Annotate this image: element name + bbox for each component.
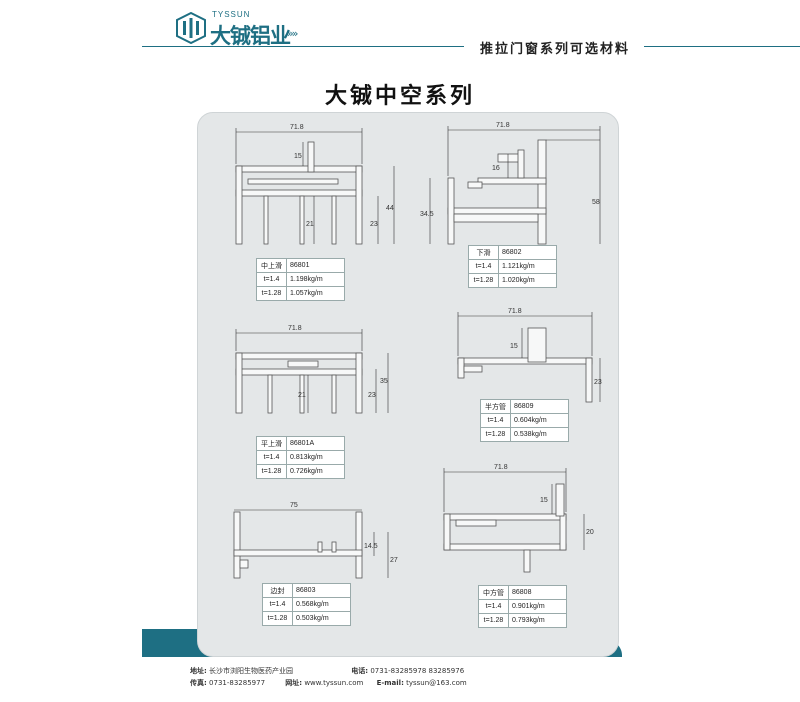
profile-code: 86803 (292, 583, 351, 598)
weight-value: 0.568kg/m (292, 597, 351, 612)
thickness-label: t=1.4 (256, 272, 287, 287)
thickness-label: t=1.4 (468, 259, 499, 274)
profile-name: 中方管 (478, 585, 509, 600)
dim-a: 16 (492, 165, 500, 172)
dim-a: 21 (298, 392, 306, 399)
dim-c: 35 (380, 378, 388, 385)
profile-86809-drawing: 71.8 15 23 (457, 308, 602, 403)
dim-b: 23 (368, 392, 376, 399)
dim-width: 75 (290, 502, 298, 509)
thickness-label: t=1.28 (480, 427, 511, 442)
weight-value: 1.121kg/m (498, 259, 557, 274)
profile-code: 86801A (286, 436, 345, 451)
thickness-label: t=1.4 (480, 413, 511, 428)
brand-english: TYSSUN (212, 10, 251, 19)
page-title: 大铖中空系列 (324, 84, 475, 109)
thickness-label: t=1.28 (478, 613, 509, 628)
dim-width: 71.8 (494, 464, 508, 471)
weight-value: 0.726kg/m (286, 464, 345, 479)
thickness-label: t=1.4 (262, 597, 293, 612)
profile-name: 下滑 (468, 245, 499, 260)
profile-86803-drawing: 75 14.5 27 (233, 502, 398, 579)
weight-value: 0.813kg/m (286, 450, 345, 465)
category-title: 推拉门窗系列可选材料 (480, 42, 631, 57)
address-label: 地址: (190, 667, 207, 675)
page-header: TYSSUN 大铖铝业 »» 推拉门窗系列可选材料 (0, 0, 800, 60)
email-link[interactable]: tyssun@163.com (406, 679, 467, 687)
profile-code: 86809 (510, 399, 569, 414)
header-tab (464, 36, 644, 58)
page-footer: 地址: 长沙市浏阳生物医药产业园 电话: 0731-83285978 83285… (190, 665, 630, 689)
profile-name: 平上滑 (256, 436, 287, 451)
dim-d: 44 (386, 205, 394, 212)
decor-band (142, 629, 212, 637)
dim-a: 15 (510, 343, 518, 350)
thickness-label: t=1.28 (256, 464, 287, 479)
profile-name: 边封 (262, 583, 293, 598)
profile-86801-drawing: 71.8 15 21 23 44 (235, 124, 395, 245)
dim-b: 23 (594, 379, 602, 386)
dim-b: 21 (306, 221, 314, 228)
dim-b: 27 (390, 557, 398, 564)
brand-chinese: 大铖铝业 (210, 24, 291, 48)
thickness-label: t=1.4 (478, 599, 509, 614)
weight-value: 1.057kg/m (286, 286, 345, 301)
weight-value: 1.198kg/m (286, 272, 345, 287)
weight-value: 0.901kg/m (508, 599, 567, 614)
company-logo (176, 11, 206, 45)
weight-value: 0.503kg/m (292, 611, 351, 626)
profile-code: 86801 (286, 258, 345, 273)
dim-width: 71.8 (496, 122, 510, 129)
address-value: 长沙市浏阳生物医药产业园 (209, 667, 294, 675)
fax-label: 传真: (190, 679, 207, 687)
footer-row-1: 地址: 长沙市浏阳生物医药产业园 电话: 0731-83285978 83285… (190, 665, 630, 677)
thickness-label: t=1.28 (468, 273, 499, 288)
thickness-label: t=1.4 (256, 450, 287, 465)
fax-value: 0731-83285977 (209, 679, 266, 687)
arrows-icon: »» (287, 27, 299, 40)
web-link[interactable]: www.tyssun.com (304, 679, 364, 687)
web-label: 网址: (285, 679, 303, 687)
weight-value: 1.020kg/m (498, 273, 557, 288)
weight-value: 0.538kg/m (510, 427, 569, 442)
dim-a: 15 (540, 497, 548, 504)
dim-width: 71.8 (288, 325, 302, 332)
weight-value: 0.793kg/m (508, 613, 567, 628)
profile-name: 半方管 (480, 399, 511, 414)
profile-code: 86808 (508, 585, 567, 600)
dim-c: 58 (592, 199, 600, 206)
footer-row-2: 传真: 0731-83285977 网址: www.tyssun.com E-m… (190, 677, 630, 689)
profile-code: 86802 (498, 245, 557, 260)
dim-width: 71.8 (508, 308, 522, 315)
thickness-label: t=1.28 (262, 611, 293, 626)
thickness-label: t=1.28 (256, 286, 287, 301)
dim-width: 71.8 (290, 124, 304, 131)
dim-a: 15 (294, 153, 302, 160)
profile-86802-drawing: 71.8 16 34.5 58 (420, 122, 601, 245)
tel-label: 电话: (351, 667, 369, 675)
profile-name: 中上滑 (256, 258, 287, 273)
dim-b: 34.5 (420, 211, 434, 218)
email-label: E-mail: (376, 679, 404, 687)
tel-value: 0731-83285978 83285976 (370, 667, 465, 675)
dim-a: 14.5 (364, 543, 378, 550)
dim-b: 20 (586, 529, 594, 536)
catalog-panel (197, 112, 619, 657)
dim-c: 23 (370, 221, 378, 228)
profile-86808-drawing: 71.8 15 20 (443, 464, 594, 573)
profile-86801A-drawing: 71.8 21 23 35 (235, 325, 389, 414)
weight-value: 0.604kg/m (510, 413, 569, 428)
